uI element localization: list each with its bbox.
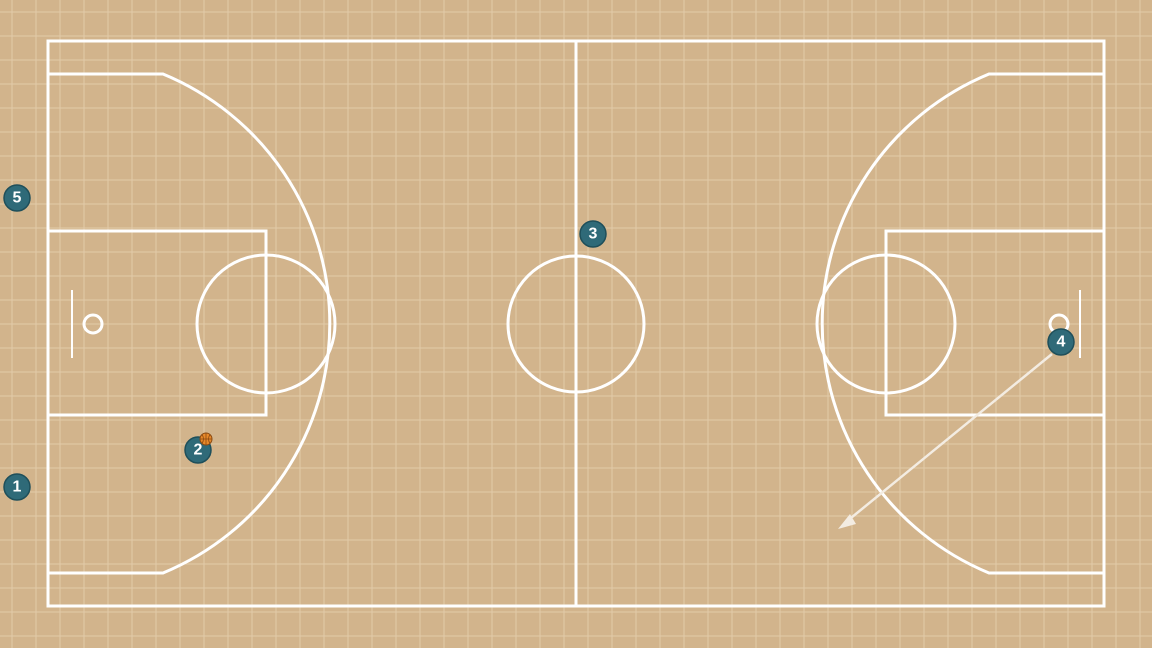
movement-arrow-shaft <box>845 353 1053 523</box>
left-key <box>46 229 268 417</box>
right-free-throw-circle <box>815 253 957 395</box>
left-hoop <box>82 313 104 335</box>
player-number: 3 <box>589 226 598 243</box>
player-2[interactable]: 2 <box>184 432 213 464</box>
left-free-throw-circle <box>195 253 337 395</box>
player-number: 1 <box>13 479 22 496</box>
movement-arrow-head <box>838 514 856 529</box>
player-number: 2 <box>194 442 203 459</box>
basketball-icon <box>199 432 213 446</box>
player-number: 5 <box>13 190 22 207</box>
right-three-point-line <box>820 72 1104 575</box>
player-marker <box>1047 328 1075 356</box>
player-marker <box>3 473 31 501</box>
player-1[interactable]: 1 <box>3 473 31 501</box>
right-key <box>884 229 1106 417</box>
player-3[interactable]: 3 <box>579 220 607 248</box>
player-4[interactable]: 4 <box>1047 328 1075 356</box>
left-three-point-line <box>48 72 332 575</box>
movement-arrow <box>838 353 1053 529</box>
player-marker <box>3 184 31 212</box>
court-lines <box>46 39 1106 608</box>
player-number: 4 <box>1057 334 1066 351</box>
player-5[interactable]: 5 <box>3 184 31 212</box>
player-marker <box>579 220 607 248</box>
center-circle <box>506 254 646 394</box>
